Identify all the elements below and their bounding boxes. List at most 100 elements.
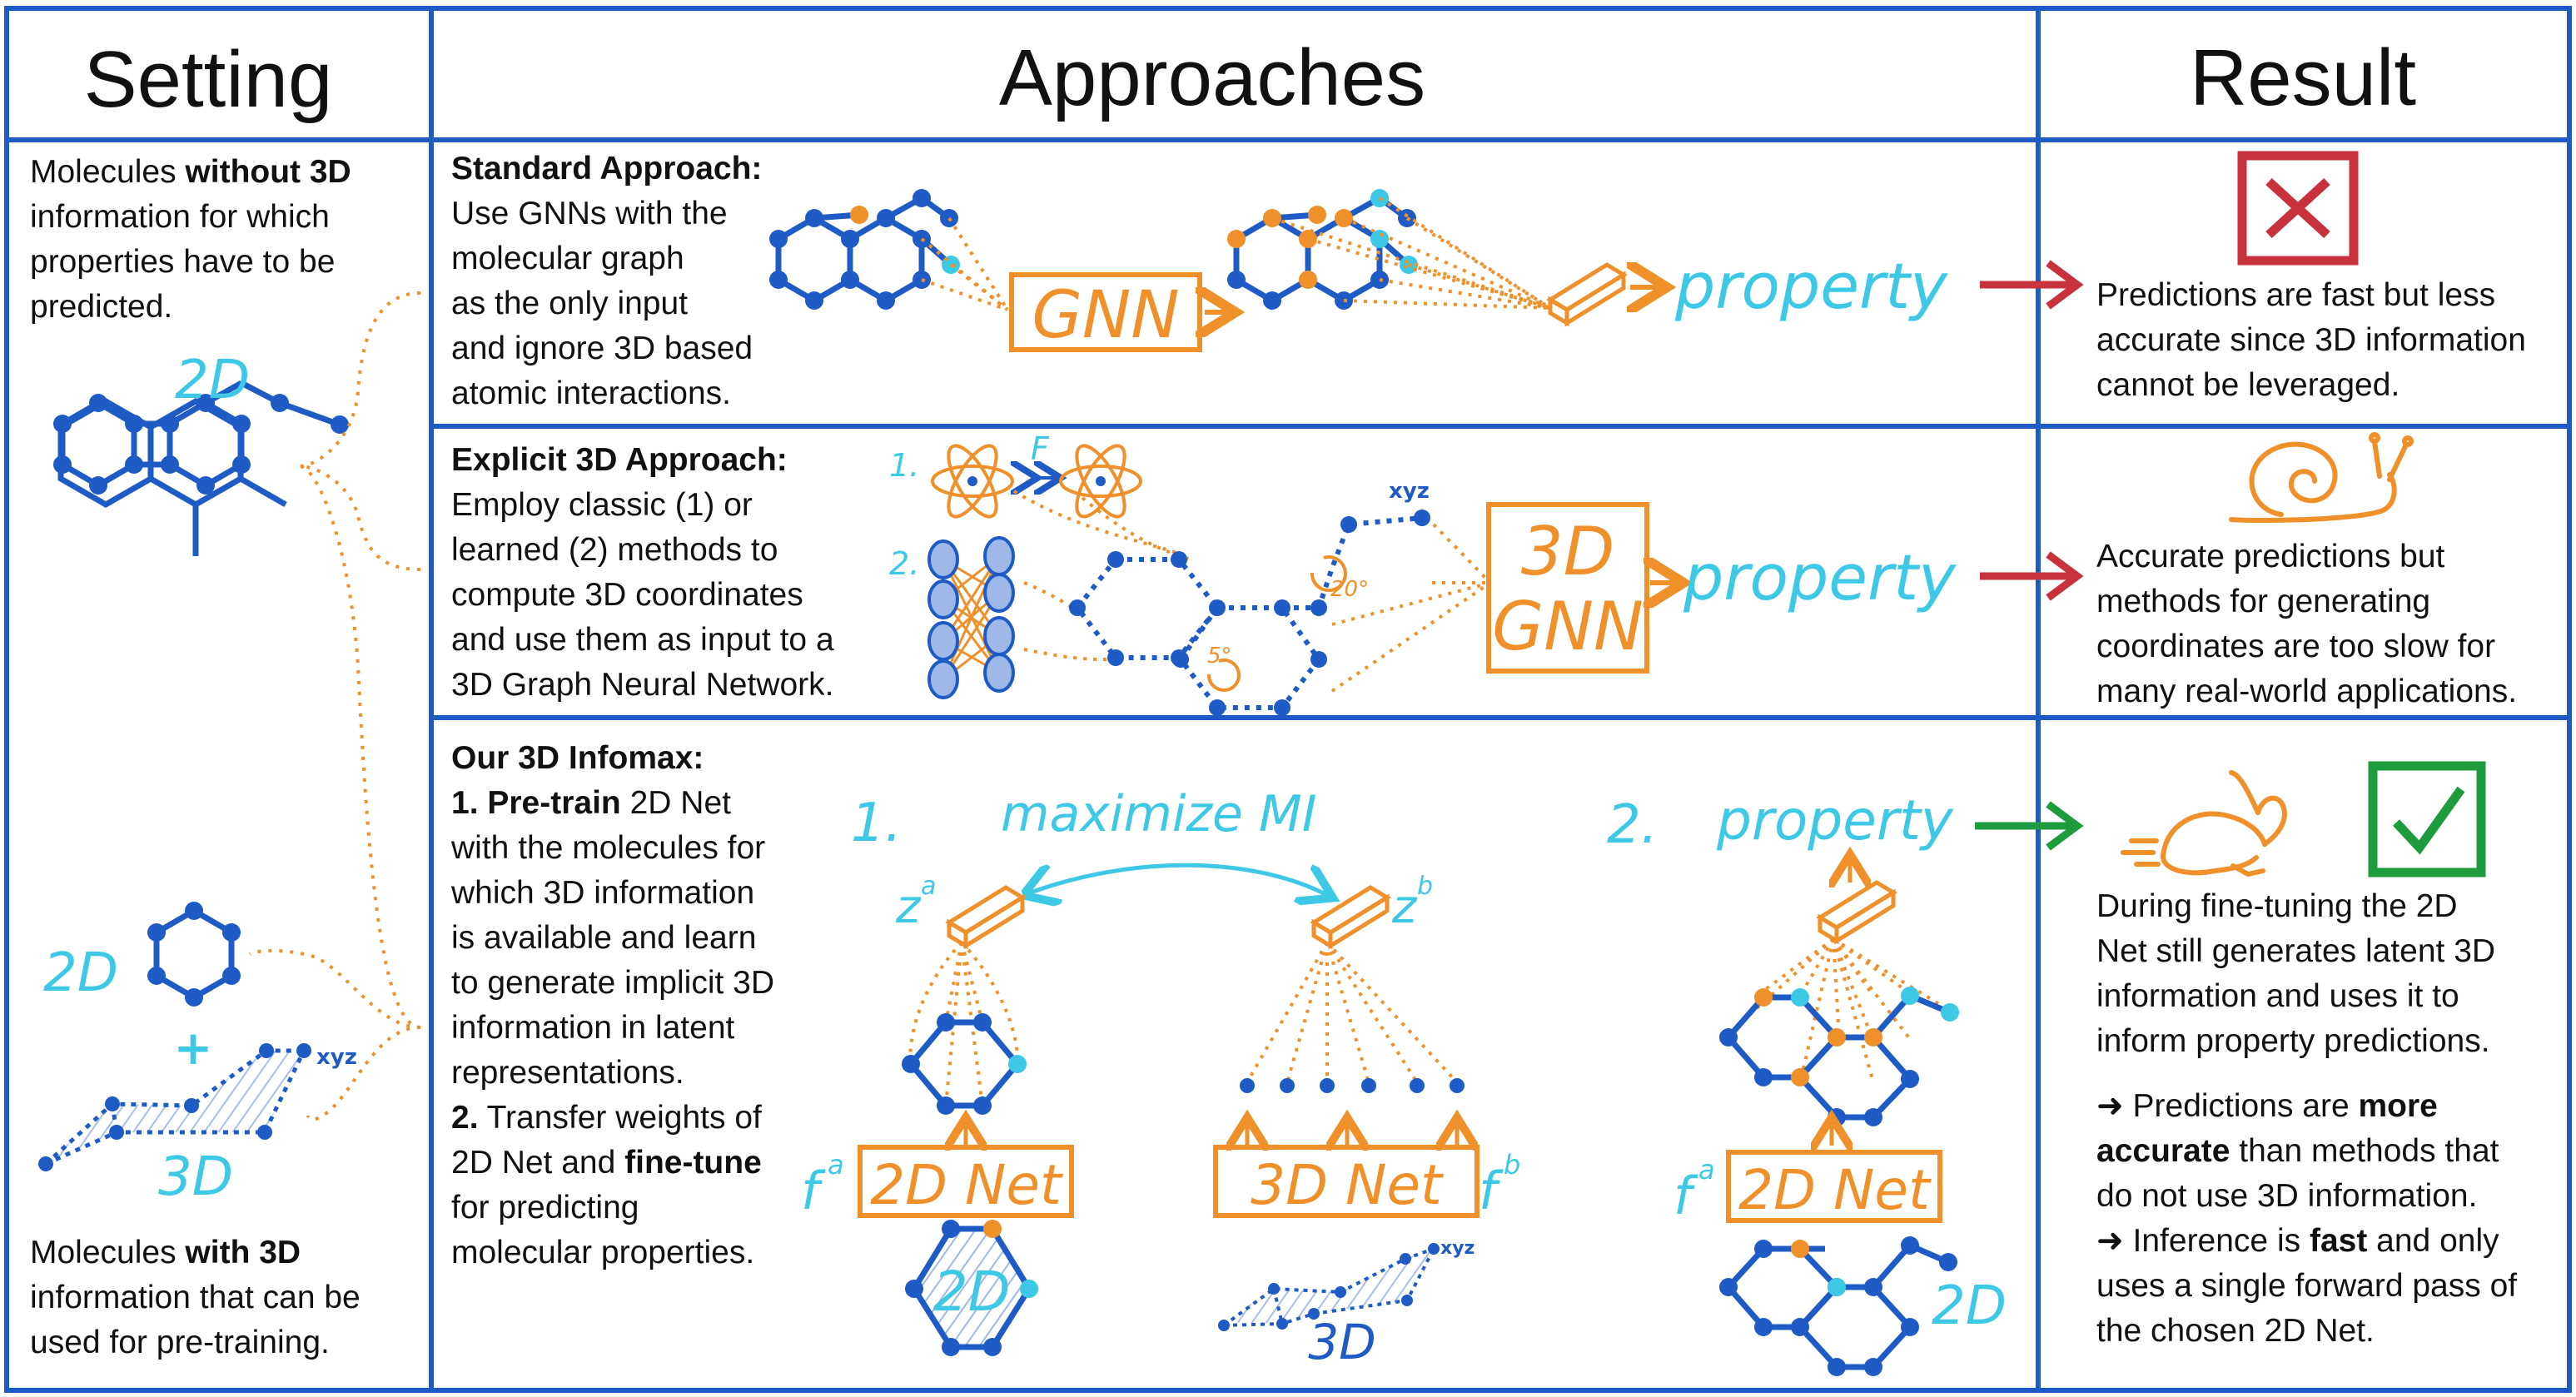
header-approaches: Approaches [999,33,1425,122]
text-run: molecular graph [451,241,684,276]
infomax-2dnet-b-label: 2D Net [1738,1158,1932,1222]
text-run: to generate implicit 3D [451,965,775,1001]
text-run: 2D Net [620,785,731,821]
standard-connectors-out [1271,196,1552,310]
infomax-approach-text-line: is available and learn [451,916,774,961]
bold-text: with 3D [185,1235,301,1270]
explicit-gnn-line2: GNN [1492,588,1644,665]
infomax-za-sup: a [921,872,936,901]
standard-approach-text-line: Use GNNs with the [451,191,762,236]
text-run: molecular properties. [451,1235,755,1270]
infomax-fa-sup: a [828,1149,844,1181]
explicit-angle1: 20° [1330,577,1369,602]
text-run: Employ classic (1) or [451,487,753,523]
infomax-result-text-line: Net still generates latent 3D [2096,929,2495,974]
infomax-2dnet-a-box [858,1145,1074,1218]
atom-icon-right [1059,444,1142,519]
output-connectors [1727,937,1952,1083]
infomax-result-text-2-line: ➜ Predictions are more [2096,1084,2517,1129]
infomax-approach-text-line: which 3D information [451,871,774,916]
infomax-2d-input-label: 2D [933,1260,1011,1324]
text-run: Molecules [30,1235,186,1270]
text-run: cannot be leveraged. [2096,367,2400,403]
text-run: than methods that [2230,1133,2499,1169]
infomax-3dnet-label: 3D Net [1251,1153,1444,1217]
infomax-approach-text-line: molecular properties. [451,1230,774,1275]
bold-text: 1. Pre-train [451,785,621,821]
infomax-2dnet-a-label: 2D Net [870,1153,1063,1217]
bold-text: Our 3D Infomax: [451,740,704,776]
infomax-3d-latent-nodes [1240,1078,1465,1093]
explicit-result-text-line: Accurate predictions but [2096,534,2517,579]
explicit-molecule-3d [1069,510,1430,716]
standard-approach-text: Standard Approach: Use GNNs with the molec… [451,147,762,416]
setting-top-molecule [57,397,287,556]
infomax-approach-text-line: 1. Pre-train 2D Net [451,781,774,826]
learned-network-icon [927,536,1015,699]
setting-label-3d: 3D [158,1146,233,1208]
explicit-result-text: Accurate predictions but methods for gene… [2096,534,2517,714]
text-run: accurate since 3D information [2096,322,2526,358]
setting-bottom-text-line: Molecules with 3D [30,1230,361,1275]
standard-approach-text-line: atomic interactions. [451,371,762,416]
infomax-result-arrowhead [2046,801,2084,851]
infomax-2d-right-label: 2D [1932,1275,2007,1337]
setting-label-plus: + [174,1022,213,1076]
explicit-approach-text-line: compute 3D coordinates [451,573,834,618]
text-run: do not use 3D information. [2096,1178,2478,1214]
infomax-approach-text-line: Our 3D Infomax: [451,736,774,781]
text-run: atomic interactions. [451,375,731,411]
bold-text: Standard Approach: [451,151,763,186]
text-run: ➜ Inference is [2096,1223,2310,1259]
infomax-hexagon-2d-input [905,1220,1038,1356]
table-grid [4,6,2572,1393]
text-run: with the molecules for [451,830,766,866]
text-run: information in latent [451,1010,735,1046]
infomax-approach-text-line: 2D Net and fine-tune [451,1141,774,1186]
explicit-result-text-line: many real-world applications. [2096,669,2517,714]
setting-bottom-text: Molecules with 3D information that can be… [30,1230,361,1365]
setting-hexagon-2d [147,902,241,1007]
explicit-approach-text: Explicit 3D Approach: Employ classic (1) … [451,438,834,708]
standard-property-label: property [1674,249,1948,323]
text-run: methods for generating [2096,584,2431,619]
explicit-step1: 1. [889,447,919,484]
rabbit-icon [2121,770,2287,877]
setting-top-text-line: information for which [30,195,351,240]
infomax-fa-2-sup: a [1698,1154,1715,1186]
text-run: information that can be [30,1280,361,1315]
outer-border [4,6,2572,1393]
infomax-fb-sup: b [1504,1149,1520,1181]
bold-text: fine-tune [624,1145,762,1181]
text-run: Net still generates latent 3D [2096,933,2496,969]
check-icon [2368,761,2486,877]
cross-icon [2237,151,2359,266]
infomax-maximize-label: maximize MI [1001,785,1316,843]
header-result: Result [2190,33,2416,122]
standard-result-text-line: Predictions are fast but less [2096,273,2526,318]
explicit-approach-text-line: Employ classic (1) or [451,483,834,528]
standard-result-text-line: cannot be leveraged. [2096,363,2526,408]
text-run: Transfer weights of [478,1100,762,1136]
bold-text: Explicit 3D Approach: [451,442,788,478]
standard-connectors-in [920,216,1009,311]
text-run: the chosen 2D Net. [2096,1313,2375,1349]
text-run: properties have to be [30,244,336,280]
explicit-result-text-line: coordinates are too slow for [2096,624,2517,669]
infomax-step2: 2. [1607,794,1658,856]
text-run: 2D Net and [451,1145,625,1181]
infomax-2dnet-b-box [1726,1150,1942,1223]
setting-molecule-3d [38,1043,311,1171]
setting-label-2d-top: 2D [175,350,250,411]
explicit-connectors [1012,490,1492,693]
infomax-hexagon-a [902,1013,1027,1115]
explicit-property-label: property [1683,540,1957,614]
explicit-step2: 2. [889,545,919,582]
standard-result-text: Predictions are fast but less accurate si… [2096,273,2526,408]
output-embedding-vector [1816,880,1897,945]
infomax-result-text-2-line: uses a single forward pass of [2096,1264,2517,1309]
infomax-zb-sup: b [1417,872,1433,901]
